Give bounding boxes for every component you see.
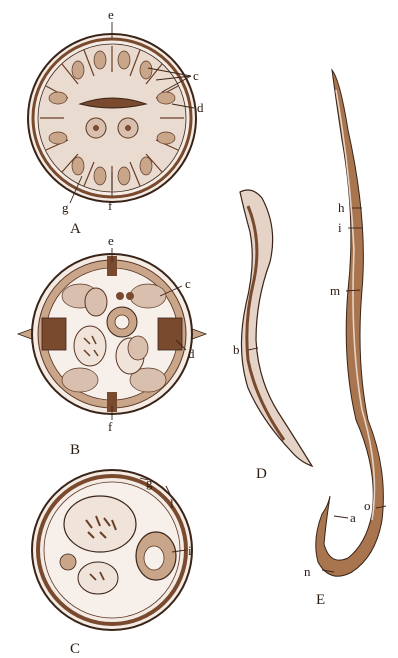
panel-e-label-n: n [304,564,311,579]
panel-e-label-a: a [350,510,356,525]
panel-b-cross-section: e c d f B [18,233,206,458]
panel-d-caption: D [256,466,267,482]
panel-a-label-f: f [108,198,113,213]
panel-e-label-i: i [338,220,342,235]
panel-a-cross-section: e c d g f A [28,7,204,237]
panel-b-label-d: d [188,346,195,361]
panel-b-label-e: e [108,233,114,248]
panel-b-caption: B [70,442,80,458]
panel-c-cross-section: g l i C [32,470,192,657]
panel-e-adult-worm: h i m o a n E [304,70,386,608]
panel-e-caption: E [316,592,325,608]
panel-e-label-m: m [330,283,340,298]
panel-a-label-c: c [193,68,199,83]
panel-e-label-o: o [364,498,371,513]
panel-a-label-d: d [197,100,204,115]
panel-c-label-i: i [188,543,192,558]
panel-d-label-b: b [233,342,240,357]
panel-b-label-f: f [108,419,113,434]
panel-a-label-g: g [62,200,69,215]
panel-a-label-e: e [108,7,114,22]
panel-e-label-h: h [338,200,345,215]
panel-d-larva: b D [233,190,312,482]
panel-c-caption: C [70,641,80,657]
panel-a-caption: A [70,221,81,237]
panel-b-label-c: c [185,276,191,291]
panel-c-label-l: l [170,496,174,511]
panel-c-label-g: g [146,475,153,490]
